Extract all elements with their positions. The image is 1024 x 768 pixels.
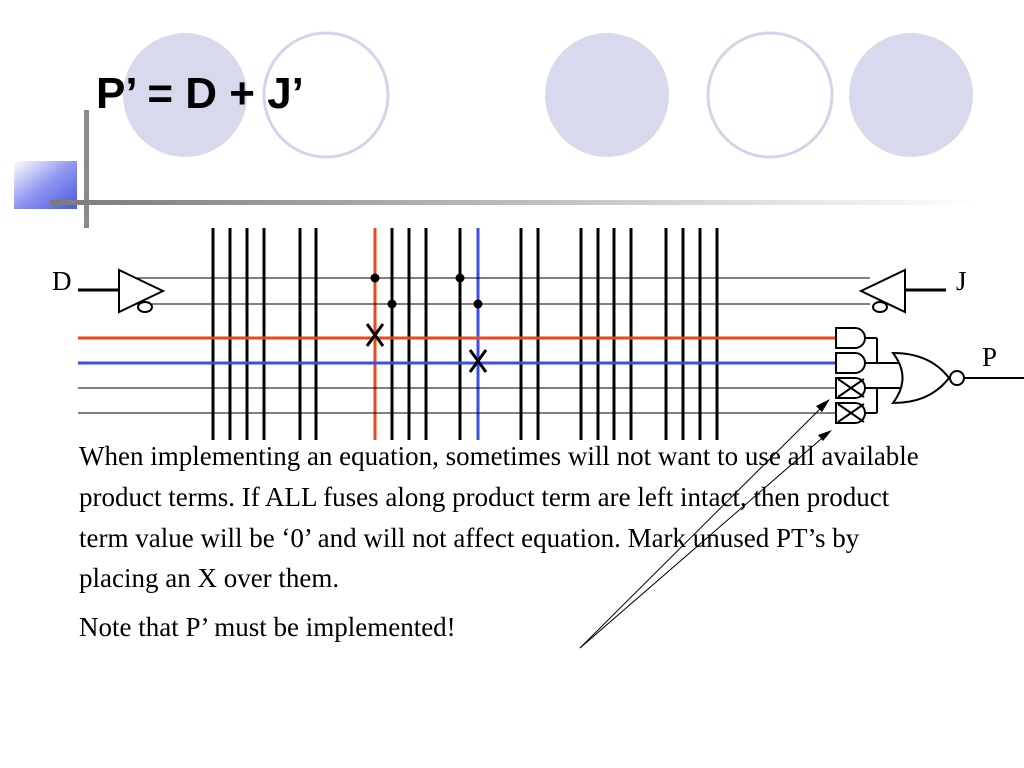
and-gate: [835, 352, 866, 374]
arrowhead: [816, 399, 830, 412]
deco-circle-filled: [123, 33, 247, 157]
annotation-arrows: [579, 402, 829, 649]
page-title: P’ = D + J’: [96, 69, 304, 118]
note-paragraph: Note that P’ must be implemented!: [79, 612, 456, 643]
output-label-p: P: [982, 342, 998, 372]
body-text: When implementing an equation, sometimes…: [79, 436, 919, 648]
gate-wires: [865, 337, 900, 414]
fuse-x-marks: [365, 323, 488, 373]
connection-dots: [370, 273, 483, 309]
title-rule-vertical: [84, 110, 89, 228]
buffer-d: [118, 268, 166, 314]
explanation-paragraph: When implementing an equation, sometimes…: [79, 441, 919, 594]
buffer-rails: [135, 277, 870, 305]
nor-gate-bubble: [949, 370, 965, 386]
input-lines: [211, 228, 719, 440]
deco-circle-filled: [849, 33, 973, 157]
deco-circle-outline: [706, 31, 834, 159]
input-label-j: J: [956, 266, 967, 296]
nor-gate: [890, 351, 951, 405]
deco-circle-filled: [545, 33, 669, 157]
and-gates: [835, 327, 866, 424]
and-gate: [835, 327, 866, 349]
arrowhead: [818, 430, 832, 441]
deco-circle-outline: [262, 31, 390, 159]
title-rule-horizontal: [50, 200, 980, 205]
unused-gate-x-marks: [837, 378, 865, 423]
buffer-j-bubble: [872, 301, 888, 313]
buffer-d-bubble: [137, 301, 153, 313]
input-label-d: D: [52, 266, 72, 296]
